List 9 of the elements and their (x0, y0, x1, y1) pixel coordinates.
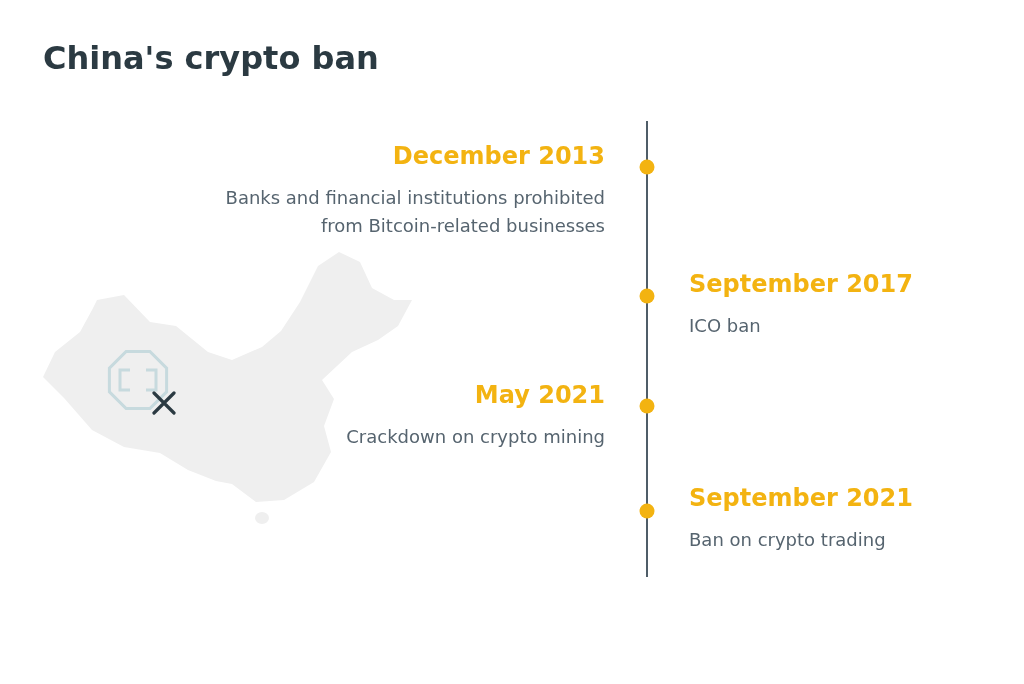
event-date: December 2013 (391, 141, 605, 171)
event-date: May 2021 (473, 380, 605, 410)
event-description: ICO ban (689, 314, 762, 338)
title: China's crypto ban (43, 38, 379, 78)
event-description: Crackdown on crypto mining (345, 425, 605, 449)
event-date: September 2017 (689, 269, 914, 299)
event-date: September 2021 (689, 483, 914, 513)
event-description: Ban on crypto trading (689, 528, 887, 552)
event-description: Banks and financial institutions prohibited from Bitcoin-related businesses (224, 186, 605, 238)
